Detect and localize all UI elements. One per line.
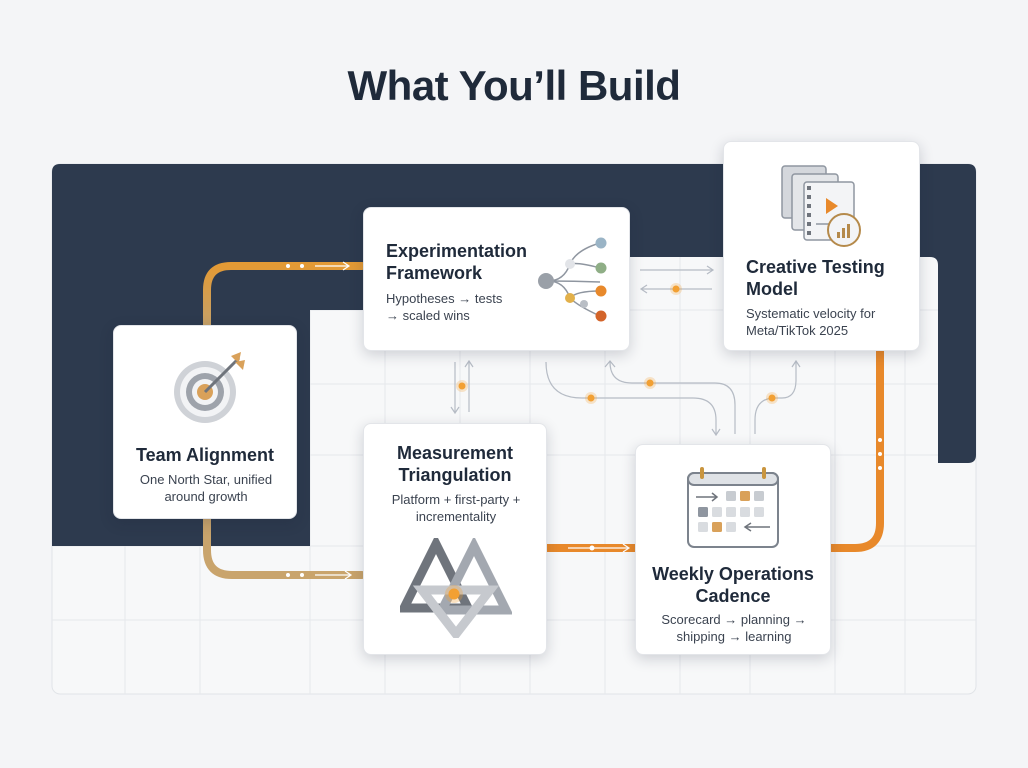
card-title: Weekly Operations Cadence xyxy=(652,564,814,606)
card-experimentation-framework: Experimentation Framework Hypotheses → t… xyxy=(363,207,630,351)
interlocking-triangles-icon xyxy=(400,538,512,638)
calendar-icon xyxy=(687,467,779,548)
card-description: Systematic velocity for Meta/TikTok 2025 xyxy=(746,306,876,338)
arrow-bottom-gold xyxy=(315,570,353,580)
arrow-top-gold xyxy=(315,261,351,271)
target-arrow-icon xyxy=(174,352,245,423)
page-title: What You’ll Build xyxy=(347,62,681,109)
branching-nodes-icon xyxy=(538,237,607,322)
card-team-alignment: Team Alignment One North Star, unified a… xyxy=(113,325,297,519)
arrow-orange-mid xyxy=(568,543,631,553)
card-description: Scorecard → planning → shipping → learni… xyxy=(661,612,807,644)
connector-into-weekly xyxy=(545,359,801,437)
card-description: Hypotheses → tests → scaled wins xyxy=(386,291,503,323)
card-title: Team Alignment xyxy=(135,445,274,465)
connector-experiment-creative xyxy=(639,265,715,294)
card-title: Experimentation Framework xyxy=(386,241,528,283)
connector-team-to-measurement xyxy=(203,515,366,579)
card-title: Creative Testing Model xyxy=(746,257,885,299)
card-description: Platform + first-party + incrementality xyxy=(391,492,521,524)
card-creative-testing-model: Creative Testing Model Systematic veloci… xyxy=(723,141,920,351)
card-title: Measurement Triangulation xyxy=(396,443,514,485)
connector-team-to-experiment xyxy=(203,262,366,331)
film-frames-icon xyxy=(781,165,861,247)
card-description: One North Star, unified around growth xyxy=(139,472,273,504)
connector-weekly-to-creative xyxy=(831,351,884,552)
card-measurement-triangulation: Measurement Triangulation Platform + fir… xyxy=(363,423,547,655)
connector-experiment-measurement xyxy=(450,359,474,415)
card-weekly-operations-cadence: Weekly Operations Cadence Scorecard → pl… xyxy=(635,444,831,655)
connector-dots-top xyxy=(286,264,304,268)
